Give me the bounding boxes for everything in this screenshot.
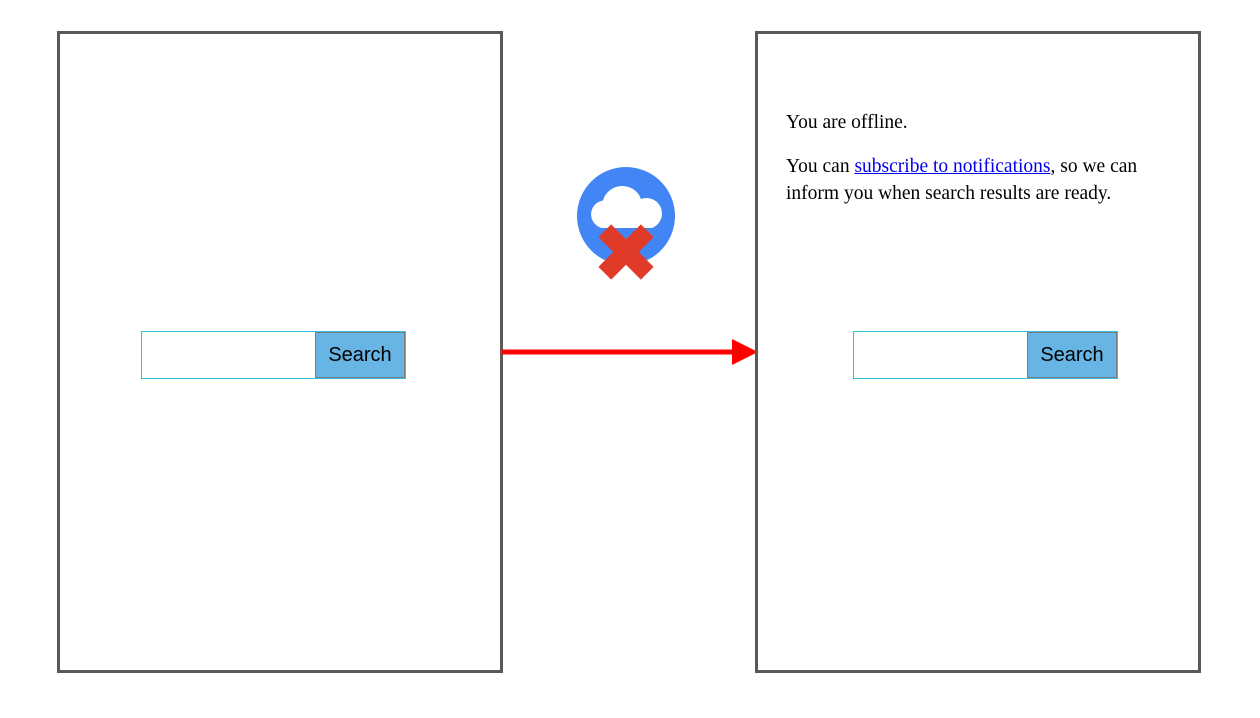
search-widget: Search [853,331,1118,379]
cloud-shape [591,185,662,228]
arrow-head [732,339,758,365]
search-screen-online-panel: Search [57,31,503,673]
subscribe-to-notifications-link[interactable]: subscribe to notifications [854,155,1051,177]
search-input[interactable] [142,332,315,378]
search-screen-offline-panel: You are offline. You can subscribe to no… [755,31,1201,673]
search-button[interactable]: Search [315,332,405,378]
offline-message: You are offline. You can subscribe to no… [786,109,1180,208]
offline-subscribe-text: You can subscribe to notifications, so w… [786,153,1180,208]
search-button[interactable]: Search [1027,332,1117,378]
offline-subscribe-prefix: You can [786,155,855,177]
search-input[interactable] [854,332,1027,378]
offline-status-text: You are offline. [786,112,908,133]
offline-subscribe-suffix: , so we can inform you when search resul… [786,155,1138,205]
cloud-offline-icon [577,167,675,280]
right-arrow-icon [502,339,758,365]
search-widget: Search [141,331,406,379]
cross-mark [598,224,654,280]
